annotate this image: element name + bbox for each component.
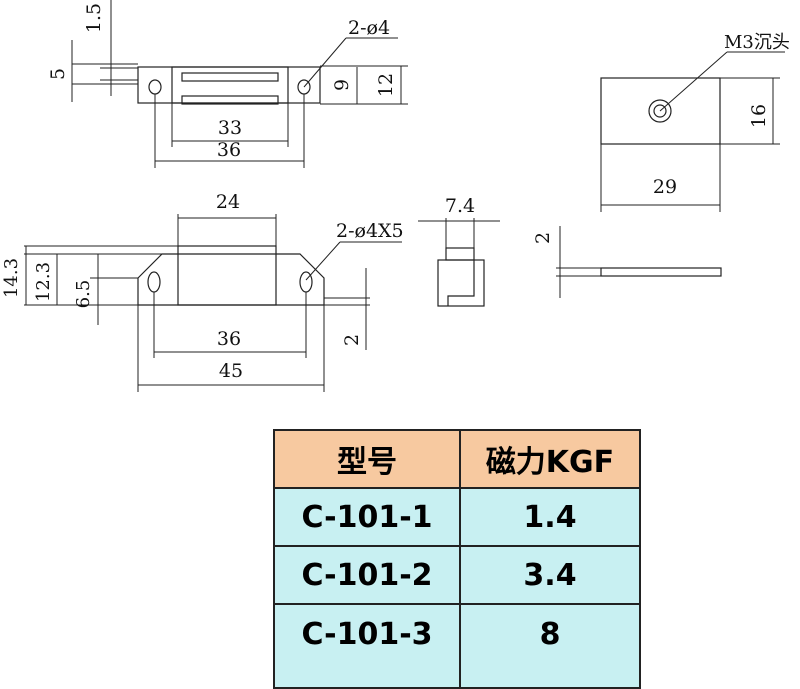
header-magnetic-force: 磁力KGF xyxy=(459,429,641,489)
dim-front-12-3: 12.3 xyxy=(33,262,54,302)
technical-drawing: 1.5 5 2-ø4 9 12 33 36 M3沉头 xyxy=(1,0,790,392)
cell-force: 3.4 xyxy=(459,545,641,605)
dim-plate-side-2: 2 xyxy=(532,232,554,244)
top-view-magnet-block xyxy=(171,66,289,104)
plate-hole-outer xyxy=(648,99,672,123)
dim-countersink: M3沉头 xyxy=(724,32,790,53)
front-view: 24 2-ø4X5 14.3 12.3 6.5 2 36 45 xyxy=(1,191,404,392)
dim-front-2: 2 xyxy=(341,334,363,346)
dim-front-45: 45 xyxy=(219,360,243,382)
side-view-body xyxy=(437,259,485,307)
dim-top-33: 33 xyxy=(218,117,242,139)
table-row: C-101-2 3.4 xyxy=(273,545,641,605)
dim-top-1-5: 1.5 xyxy=(83,3,105,33)
top-view-upper-slot xyxy=(181,72,279,82)
cell-model: C-101-1 xyxy=(273,487,461,547)
plate-side-view: 2 xyxy=(532,226,722,298)
plate-side-outline xyxy=(600,267,722,277)
dim-front-slot: 2-ø4X5 xyxy=(336,220,404,242)
table-row: C-101-3 8 xyxy=(273,603,641,689)
dim-front-14-3: 14.3 xyxy=(1,258,22,298)
dim-top-hole: 2-ø4 xyxy=(348,17,390,39)
side-view: 7.4 xyxy=(418,195,500,307)
dim-top-9: 9 xyxy=(331,79,353,91)
spec-table: 型号 磁力KGF C-101-1 1.4 C-101-2 3.4 C-101-3… xyxy=(273,429,641,689)
cell-force: 1.4 xyxy=(459,487,641,547)
dim-front-36: 36 xyxy=(217,328,241,350)
side-view-magnet-top xyxy=(445,247,475,261)
dim-top-12: 12 xyxy=(375,73,397,97)
top-view-lower-slot xyxy=(181,95,279,105)
dim-top-36: 36 xyxy=(217,139,241,161)
dim-front-24: 24 xyxy=(216,191,240,213)
table-header-row: 型号 磁力KGF xyxy=(273,429,641,489)
cell-model: C-101-2 xyxy=(273,545,461,605)
dim-front-6-5: 6.5 xyxy=(73,280,94,309)
plate-view: M3沉头 16 29 xyxy=(600,32,790,212)
front-view-left-slot xyxy=(147,271,161,293)
dim-top-5: 5 xyxy=(47,68,69,80)
plate-hole-inner xyxy=(653,104,667,118)
dim-plate-16: 16 xyxy=(748,104,770,128)
header-model: 型号 xyxy=(273,429,461,489)
front-view-magnet-block xyxy=(177,245,277,306)
table-row: C-101-1 1.4 xyxy=(273,487,641,547)
cell-model: C-101-3 xyxy=(273,603,461,689)
cell-force: 8 xyxy=(459,603,641,689)
plate-outline xyxy=(600,77,721,145)
top-view: 1.5 5 2-ø4 9 12 33 36 xyxy=(47,0,408,168)
top-view-left-hole xyxy=(148,79,162,95)
front-view-body xyxy=(137,253,325,306)
dim-side-7-4: 7.4 xyxy=(445,195,475,217)
dim-plate-29: 29 xyxy=(653,176,677,198)
